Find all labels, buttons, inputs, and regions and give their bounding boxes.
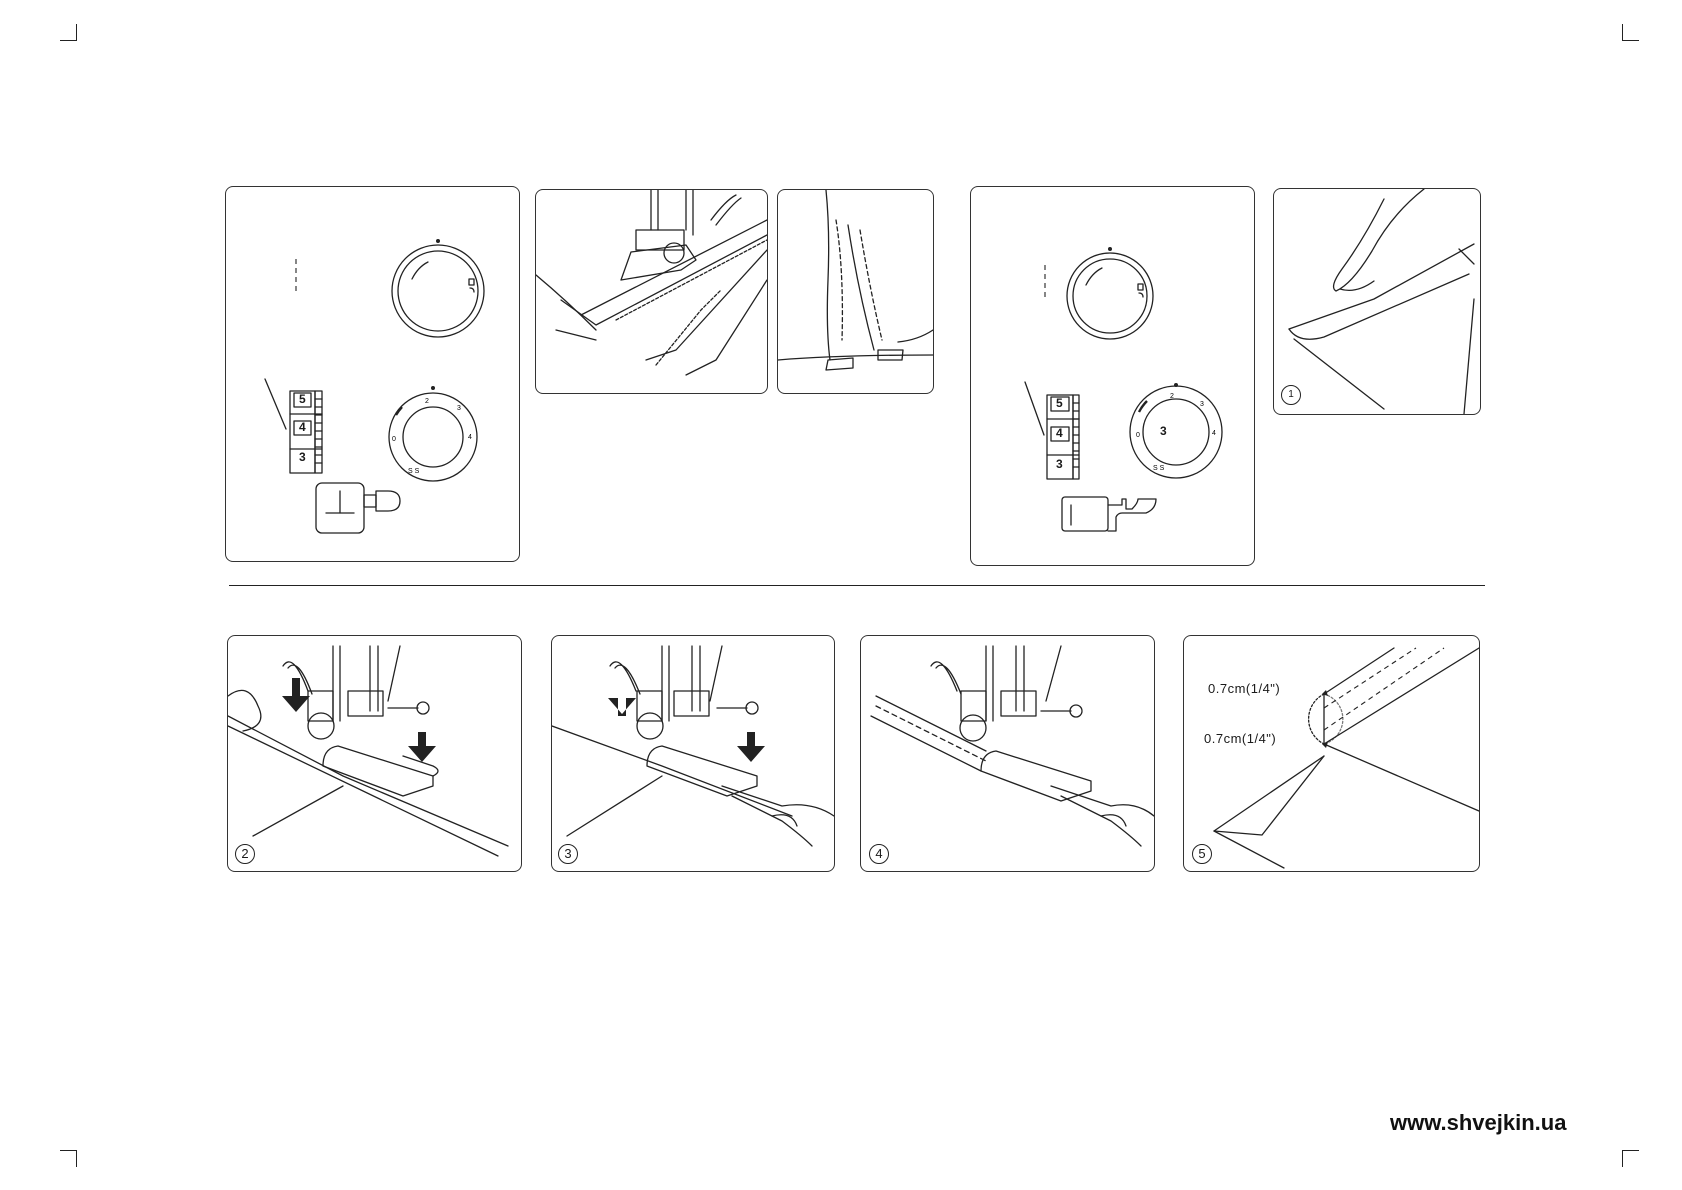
svg-text:3: 3 bbox=[457, 405, 461, 412]
pointer-line-2 bbox=[1024, 381, 1045, 436]
zipper-sewing-illustration bbox=[535, 189, 768, 394]
step-4-illustration: 4 bbox=[860, 635, 1155, 872]
step-5-illustration: 0.7cm(1/4") 0.7cm(1/4") 5 bbox=[1183, 635, 1480, 872]
step-3-badge: 3 bbox=[558, 844, 578, 864]
step-4-badge: 4 bbox=[869, 844, 889, 864]
svg-text:3: 3 bbox=[1200, 401, 1204, 408]
settings-illustration: 2 3 4 0 S S bbox=[264, 239, 485, 534]
crop-mark-top-left bbox=[60, 24, 77, 41]
pressure-number-5: 5 bbox=[299, 392, 306, 406]
pressure-number-4-b: 4 bbox=[1056, 426, 1063, 440]
svg-text:0: 0 bbox=[1136, 432, 1140, 439]
svg-text:S S: S S bbox=[1153, 465, 1165, 472]
measurement-label-bottom: 0.7cm(1/4") bbox=[1204, 731, 1277, 746]
pressure-number-3-b: 3 bbox=[1056, 457, 1063, 471]
pattern-dial-icon bbox=[391, 239, 485, 338]
step-3-illustration: 3 bbox=[551, 635, 835, 872]
all-purpose-foot-icon bbox=[315, 482, 401, 534]
svg-text:4: 4 bbox=[1212, 430, 1216, 437]
step-2-illustration: 2 bbox=[227, 635, 522, 872]
website-url: www.shvejkin.ua bbox=[1390, 1110, 1567, 1135]
settings-illustration-2: 2 3 4 0 S S bbox=[1024, 247, 1223, 532]
pointer-line bbox=[264, 378, 287, 430]
svg-text:S S: S S bbox=[408, 468, 420, 475]
step-2-badge: 2 bbox=[235, 844, 255, 864]
pressure-number-3: 3 bbox=[299, 450, 306, 464]
measurement-label-top: 0.7cm(1/4") bbox=[1208, 681, 1281, 696]
blind-hem-foot-icon bbox=[1061, 496, 1157, 532]
presser-pressure-dial-icon bbox=[289, 390, 323, 474]
finished-zipper-illustration bbox=[777, 189, 934, 394]
crop-mark-bottom-right bbox=[1622, 1150, 1639, 1167]
crop-mark-top-right bbox=[1622, 24, 1639, 41]
settings-panel-blind-hem: 2 3 4 0 S S 5 4 3 3 bbox=[970, 186, 1255, 566]
svg-text:0: 0 bbox=[392, 436, 396, 443]
crop-mark-bottom-left bbox=[60, 1150, 77, 1167]
section-divider bbox=[229, 585, 1485, 586]
settings-panel-straight-stitch: 2 3 4 0 S S 5 4 3 bbox=[225, 186, 520, 562]
pressure-number-5-b: 5 bbox=[1056, 396, 1063, 410]
step-5-badge: 5 bbox=[1192, 844, 1212, 864]
svg-text:2: 2 bbox=[1170, 393, 1174, 400]
presser-pressure-dial-icon-2 bbox=[1046, 394, 1080, 480]
svg-text:4: 4 bbox=[468, 434, 472, 441]
step-1-badge: 1 bbox=[1281, 385, 1301, 405]
stitch-width-dial-icon: 2 3 4 0 S S bbox=[388, 386, 478, 482]
stitch-width-dial-icon-2: 2 3 4 0 S S bbox=[1129, 383, 1223, 479]
stitch-width-value: 3 bbox=[1160, 424, 1167, 438]
svg-text:2: 2 bbox=[425, 398, 429, 405]
step-1-fold-illustration: 1 bbox=[1273, 188, 1481, 415]
pressure-number-4: 4 bbox=[299, 420, 306, 434]
pattern-dial-icon-2 bbox=[1066, 247, 1154, 340]
